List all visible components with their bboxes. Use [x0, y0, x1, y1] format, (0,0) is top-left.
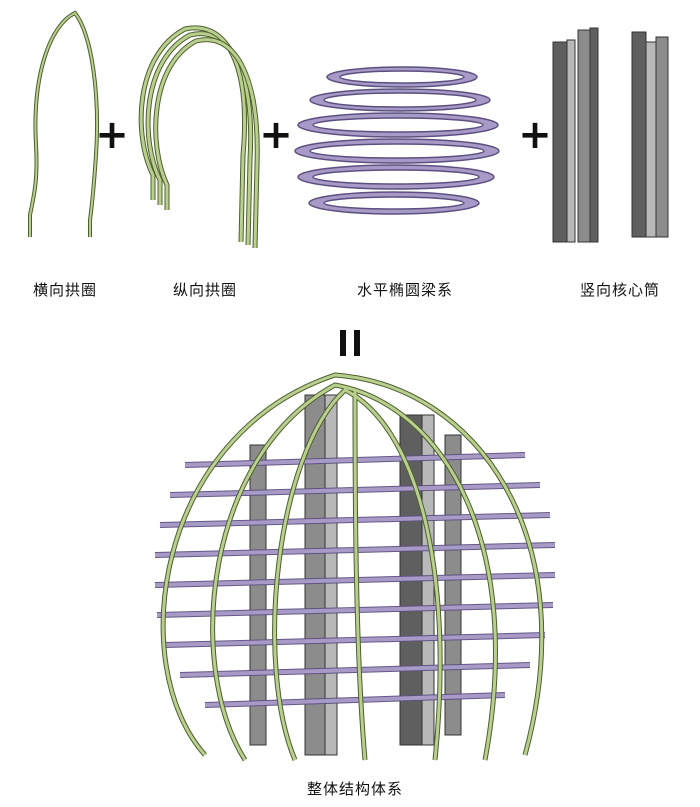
component-caption-2: 纵向拱圈: [172, 281, 237, 299]
vertical-core-tubes-figure: [552, 27, 669, 243]
transverse-arch-figure: [28, 10, 100, 237]
plus-icon: +: [518, 112, 552, 158]
elliptical-beam-rings-figure: [294, 66, 500, 215]
plus-icon: +: [95, 112, 129, 158]
component-caption-4: 竖向核心筒: [579, 281, 660, 299]
overall-structure-figure: [154, 372, 556, 762]
result-caption: 整体结构体系: [306, 780, 403, 798]
component-caption-3: 水平椭圆梁系: [356, 281, 453, 299]
component-caption-1: 横向拱圈: [32, 281, 97, 299]
plus-icon: +: [259, 112, 293, 158]
equals-icon: [340, 330, 360, 356]
longitudinal-arches-figure: [138, 25, 260, 249]
